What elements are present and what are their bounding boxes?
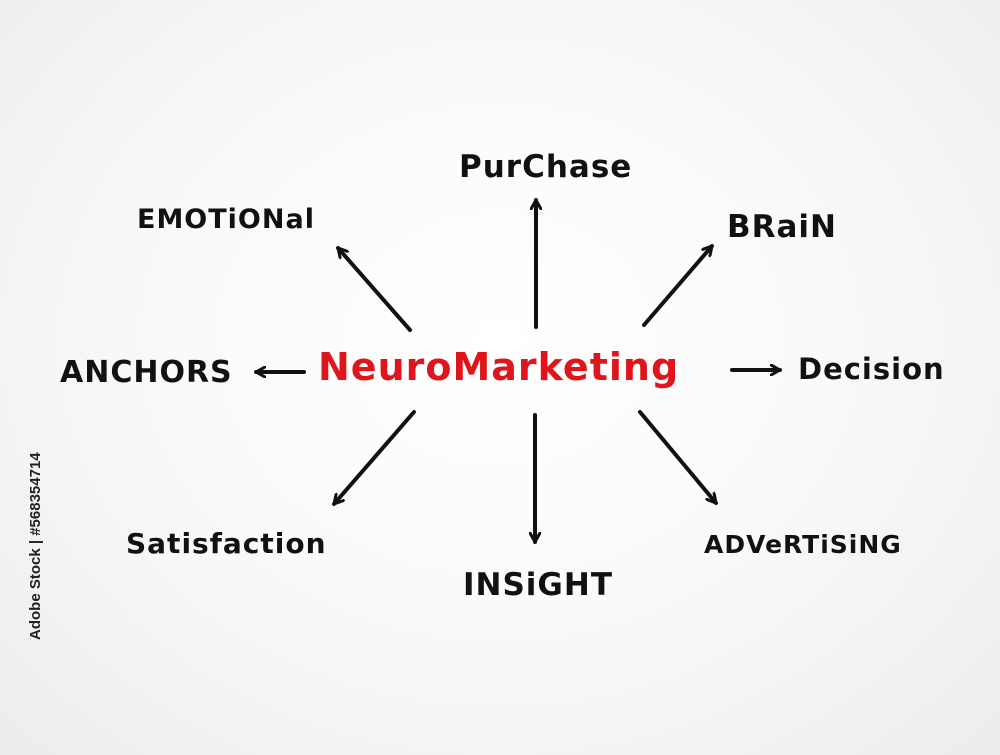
node-emotional: EMOTiONal (137, 204, 315, 235)
arrow-to-advertising (638, 410, 718, 505)
node-advertising: ADVeRTiSiNG (704, 530, 902, 559)
node-insight: INSiGHT (463, 567, 613, 603)
node-purchase: PurChase (459, 149, 633, 185)
arrow-to-emotional (336, 246, 412, 332)
center-label: NeuroMarketing (318, 345, 680, 389)
arrow-to-brain (642, 244, 714, 327)
arrow-to-satisfaction (332, 410, 416, 506)
node-brain: BRaiN (727, 209, 837, 245)
stock-credit: Adobe Stock | #568354714 (27, 452, 44, 640)
node-decision: Decision (798, 352, 945, 386)
node-satisfaction: Satisfaction (126, 527, 327, 560)
node-anchors: ANCHORS (60, 355, 233, 390)
